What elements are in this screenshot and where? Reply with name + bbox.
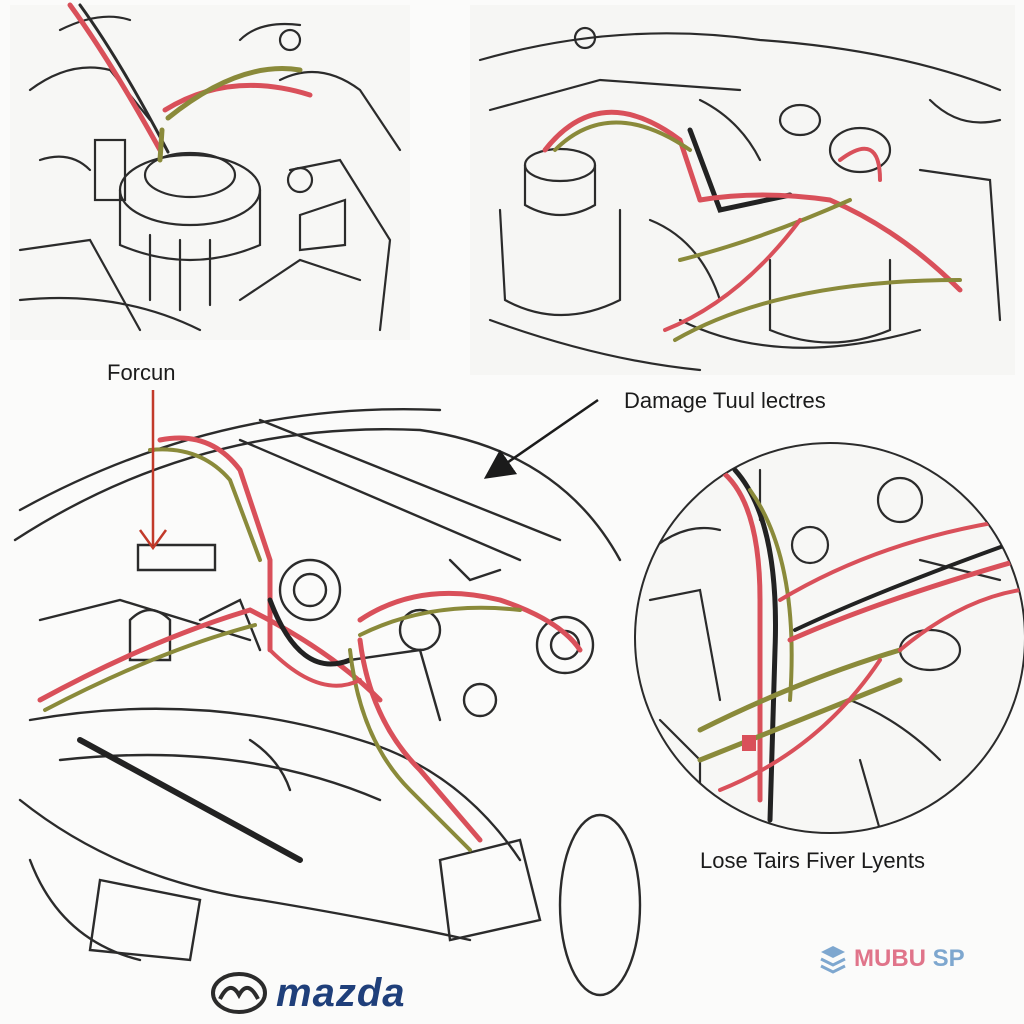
watermark: MUBU SP <box>818 944 965 974</box>
callout-arrow-focus <box>138 390 168 551</box>
watermark-text-main: MUBU <box>854 945 926 972</box>
label-damage: Damage Tuul lectres <box>624 388 826 413</box>
callout-arrow-damage <box>483 398 599 479</box>
panel-top-right <box>470 5 1015 375</box>
wires-main <box>37 435 583 852</box>
zoom-inset-circle <box>634 442 1024 834</box>
watermark-text: MUBU SP <box>854 945 965 973</box>
label-loose: Lose Tairs Fiver Lyents <box>700 848 925 873</box>
stacked-chevron-icon <box>820 946 846 974</box>
brand-wordmark: mazda <box>276 970 406 1015</box>
brand-logo: mazda <box>210 968 406 1018</box>
watermark-text-tail: SP <box>932 945 965 972</box>
wires-top-left <box>67 2 313 163</box>
label-focus: Forcun <box>107 360 176 385</box>
wires-top-right <box>542 109 963 342</box>
panel-main <box>13 407 642 997</box>
mazda-logo-icon <box>211 972 267 1014</box>
panel-top-left <box>10 5 410 340</box>
